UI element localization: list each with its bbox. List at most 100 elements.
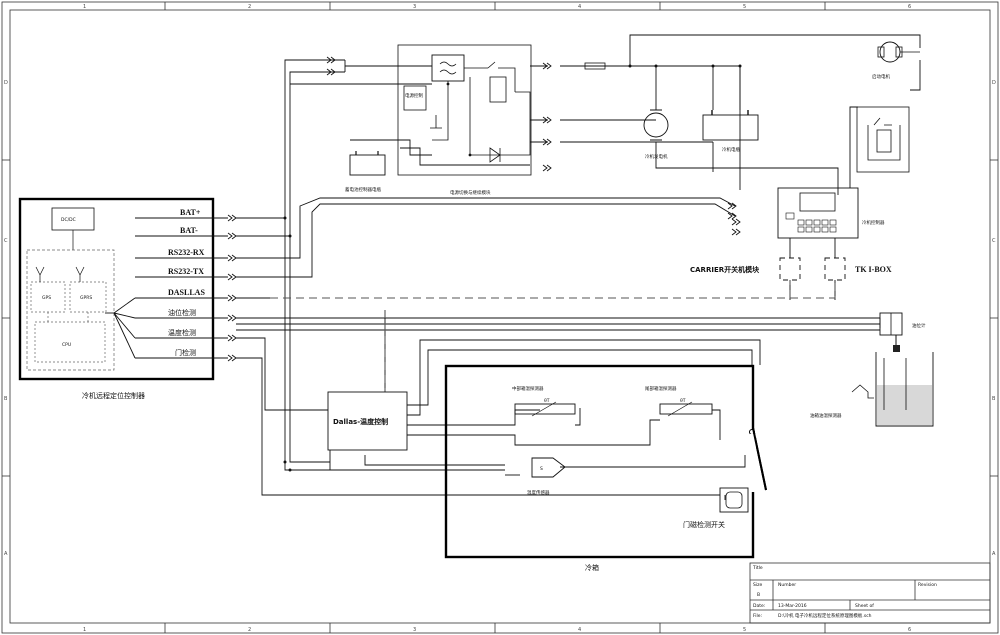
- battery-controller-label: 蓄电池控制器电瓶: [345, 186, 381, 193]
- carrier-label: CARRIER开关机模块: [690, 265, 760, 274]
- right-relay-module: [856, 106, 910, 173]
- connector-chevrons: [227, 214, 237, 362]
- controller-display-icon: [799, 192, 836, 212]
- signal-label: 油位检测: [168, 308, 196, 317]
- grid-letter: B: [992, 396, 996, 402]
- grid-number: 3: [413, 627, 416, 633]
- tail-sensor-label: 尾部箱温探测器: [645, 385, 677, 392]
- fuel-tank: 油箱油温探测器: [810, 345, 934, 427]
- signal-label: RS232-TX: [168, 267, 204, 276]
- controller-keypad-icon: [797, 219, 837, 233]
- grid-letter: D: [4, 80, 8, 86]
- relay-coil-icon: [489, 76, 507, 103]
- title-block-text: Title Size B Number Revision Date: 13-Ma…: [752, 565, 937, 619]
- signal-label: 温度检测: [168, 328, 196, 337]
- grid-number: 2: [248, 4, 251, 10]
- signal-label: BAT-: [180, 226, 198, 235]
- date-value: 13-Mar-2016: [778, 603, 807, 609]
- diode-icon: [489, 147, 501, 163]
- signal-label: RS232-RX: [168, 248, 205, 257]
- reefer-controller: 冷机控制器: [777, 187, 885, 239]
- file-label: File:: [753, 613, 762, 619]
- remote-controller-box: DC/DC GPS GPRS CPU 冷机远程定位控制器: [18, 197, 215, 400]
- grid-letter: C: [992, 238, 996, 244]
- compressor-motor-label: 冷机发电机: [645, 153, 668, 160]
- relay-module-label: 电源切换与继续模块: [450, 189, 491, 196]
- grid-letter: B: [4, 396, 8, 402]
- fuel-sensor-icon: [851, 384, 874, 399]
- title-block: [749, 562, 991, 624]
- grid-number: 2: [248, 627, 251, 633]
- grid-number: 3: [413, 4, 416, 10]
- power-control-label: 电源控制: [405, 92, 423, 99]
- door-switch-label: 门磁检测开关: [683, 520, 725, 529]
- grid-number: 4: [578, 627, 581, 633]
- relay-switch-icon: [487, 61, 516, 92]
- signal-label: DASLLAS: [168, 288, 205, 297]
- tail-temp-sensor: θT 尾部箱温探测器: [645, 385, 713, 417]
- frame-labels: 1 2 3 4 5 6 1 2 3 4 5 6 D C B A D C B A: [4, 4, 996, 633]
- size-label: Size: [753, 582, 762, 588]
- junction-dots: [283, 64, 742, 472]
- signal-label: BAT+: [180, 208, 201, 217]
- start-motor: 启动电机: [872, 41, 920, 80]
- revision-label: Revision: [918, 582, 937, 588]
- grid-number: 1: [83, 4, 86, 10]
- gprs-label: GPRS: [80, 295, 92, 301]
- temperature-sensor: S 温度传感器: [527, 457, 566, 496]
- cargo-box-label: 冷箱: [585, 563, 599, 572]
- temp-sensor-label: 温度传感器: [527, 489, 550, 496]
- fuse-icon: [584, 62, 606, 70]
- grid-letter: C: [4, 238, 8, 244]
- dallas-controller: Dallas-温度控制: [327, 391, 408, 451]
- number-label: Number: [778, 582, 796, 588]
- grid-letter: D: [992, 80, 996, 86]
- door-switch: 门磁检测开关: [683, 487, 749, 529]
- start-motor-label: 启动电机: [872, 73, 890, 80]
- size-value: B: [757, 592, 760, 598]
- cargo-box: 冷箱: [444, 364, 767, 572]
- reefer-battery-label: 冷机电瓶: [722, 146, 740, 153]
- carrier-module: CARRIER开关机模块: [690, 257, 801, 281]
- fuel-gauge-label: 油位计: [912, 322, 926, 329]
- dallas-label: Dallas-温度控制: [333, 417, 388, 426]
- file-value: D:\冷机 电子冷机远程定位系统原理图模板.sch: [778, 612, 872, 619]
- controller-label: 冷机远程定位控制器: [82, 391, 145, 400]
- wiring-lines: [236, 34, 921, 500]
- tk-ibox-label: TK I-BOX: [855, 265, 892, 274]
- grid-number: 4: [578, 4, 581, 10]
- middle-temp-sensor: θT 中部箱温探测器: [512, 385, 576, 417]
- grid-number: 5: [743, 627, 746, 633]
- cpu-label: CPU: [62, 342, 71, 348]
- grid-letter: A: [992, 551, 996, 557]
- fuel-gauge: 油位计: [879, 312, 926, 350]
- switch-battery: 蓄电池控制器电瓶: [345, 151, 386, 193]
- sheet-label: Sheet of: [855, 603, 874, 609]
- dcdc-label: DC/DC: [61, 217, 76, 223]
- ac-dc-converter-icon: [439, 61, 457, 75]
- fuel-sensor-label: 油箱油温探测器: [810, 412, 842, 419]
- tk-module: TK I-BOX: [824, 257, 892, 281]
- title-label: Title: [752, 565, 763, 571]
- switch-contact-icon: [430, 115, 442, 129]
- grid-letter: A: [4, 551, 8, 557]
- reefer-battery: 冷机电瓶: [702, 110, 759, 153]
- compressor-motor: 冷机发电机: [643, 109, 669, 160]
- grid-number: 6: [908, 4, 911, 10]
- gps-label: GPS: [42, 295, 51, 301]
- grid-number: 6: [908, 627, 911, 633]
- grid-number: 1: [83, 627, 86, 633]
- dallas-dashed-bus: [270, 280, 836, 392]
- sensor-symbol: θT: [544, 398, 550, 404]
- signal-outputs: [105, 217, 228, 359]
- reefer-controller-label: 冷机控制器: [862, 219, 885, 226]
- middle-sensor-label: 中部箱温探测器: [512, 385, 544, 392]
- power-switch-module: 电源控制 电源切换与继续模块: [397, 44, 532, 196]
- grid-number: 5: [743, 4, 746, 10]
- date-label: Date:: [753, 603, 765, 609]
- gps-antenna-icon: [35, 266, 45, 282]
- signal-label: 门检测: [175, 348, 196, 357]
- gprs-antenna-icon: [75, 266, 85, 282]
